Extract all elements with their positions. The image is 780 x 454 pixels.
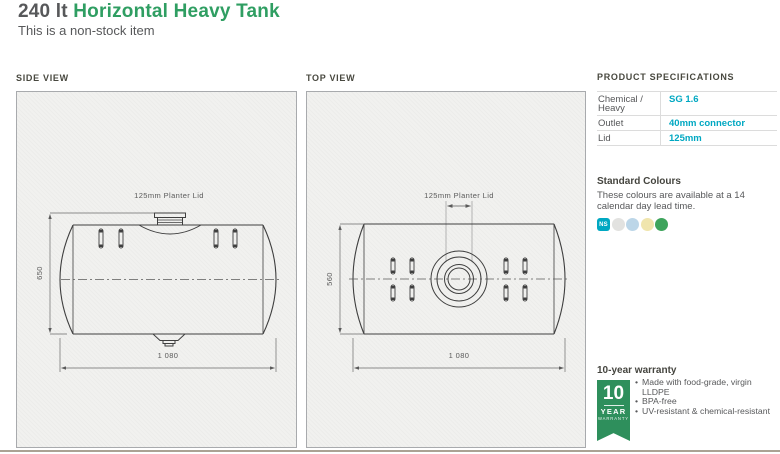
- top-lid-dimension: [445, 201, 473, 262]
- specs-heading: PRODUCT SPECIFICATIONS: [597, 72, 735, 82]
- table-row: Lid 125mm: [597, 131, 777, 146]
- side-length-dimension: [59, 338, 277, 372]
- warranty-bullet-text: BPA-free: [642, 396, 677, 407]
- warranty-heading: 10-year warranty: [597, 365, 677, 376]
- page-title: 240 lt Horizontal Heavy Tank: [18, 1, 280, 23]
- list-item: •UV-resistant & chemical-resistant: [635, 405, 777, 417]
- bullet-icon: •: [635, 405, 639, 416]
- bullet-icon: •: [635, 396, 639, 407]
- bullet-icon: •: [635, 377, 639, 387]
- top-width-dim-text: 560: [325, 272, 334, 286]
- colour-swatch-light-blue[interactable]: [626, 218, 639, 231]
- top-length-dim-text: 1 080: [449, 351, 470, 360]
- page-bottom-divider: [0, 450, 780, 452]
- warranty-badge-divider: [603, 405, 624, 406]
- colour-swatch-ns[interactable]: NS: [597, 218, 610, 231]
- product-info-column: PRODUCT SPECIFICATIONS Chemical / Heavy …: [597, 72, 777, 447]
- warranty-bullet-text: Made with food-grade, virgin LLDPE: [642, 377, 752, 397]
- side-height-dimension: [48, 212, 154, 335]
- top-lid-label: 125mm Planter Lid: [424, 191, 494, 200]
- colour-swatch-beige[interactable]: [640, 218, 654, 231]
- warranty-badge-year: YEAR: [600, 407, 627, 416]
- title-product-name: Horizontal Heavy Tank: [73, 1, 280, 22]
- colour-swatch-natural[interactable]: [611, 218, 625, 231]
- list-item: •BPA-free: [635, 397, 777, 407]
- list-item: •Made with food-grade, virgin LLDPE: [635, 377, 777, 397]
- side-outlet: [151, 333, 187, 347]
- warranty-badge-number: 10: [602, 383, 625, 404]
- top-view-heading: TOP VIEW: [306, 73, 356, 83]
- top-length-dimension: [352, 338, 566, 372]
- title-capacity: 240 lt: [18, 1, 74, 22]
- warranty-ribbon-badge: 10 YEAR WARRANTY: [597, 380, 630, 441]
- side-view-heading: SIDE VIEW: [16, 73, 69, 83]
- standard-colours-section: Standard Colours These colours are avail…: [597, 176, 777, 231]
- spec-value-chemical: SG 1.6: [660, 92, 777, 115]
- table-row: Outlet 40mm connector: [597, 116, 777, 131]
- spec-value-lid: 125mm: [660, 131, 777, 145]
- warranty-bullet-list: •Made with food-grade, virgin LLDPE •BPA…: [635, 377, 777, 417]
- warranty-bullet-text: UV-resistant & chemical-resistant: [642, 405, 770, 416]
- spec-value-outlet: 40mm connector: [660, 116, 777, 130]
- side-lid-label: 125mm Planter Lid: [134, 191, 204, 200]
- table-row: Chemical / Heavy SG 1.6: [597, 92, 777, 116]
- top-lid-circles: [430, 250, 488, 308]
- top-view-drawing: 125mm Planter Lid: [325, 191, 569, 372]
- spec-label-lid: Lid: [598, 132, 611, 144]
- side-length-dim-text: 1 080: [158, 351, 179, 360]
- colour-swatch-green[interactable]: [655, 218, 668, 231]
- side-lid: [138, 212, 202, 235]
- standard-colours-description: These colours are available at a 14 cale…: [597, 190, 745, 212]
- spec-label-chemical: Chemical / Heavy: [598, 93, 643, 114]
- colour-swatch-row: NS: [597, 218, 777, 231]
- side-height-dim-text: 650: [35, 266, 44, 280]
- top-view-panel: 125mm Planter Lid: [306, 91, 586, 448]
- spec-label-outlet: Outlet: [598, 117, 624, 129]
- side-rib-slots: [98, 228, 238, 249]
- warranty-section: 10-year warranty 10 YEAR WARRANTY •Made …: [597, 365, 777, 441]
- top-rib-slots: [390, 257, 528, 302]
- standard-colours-heading: Standard Colours: [597, 176, 681, 187]
- warranty-badge-warranty: WARRANTY: [597, 416, 629, 421]
- side-view-drawing: 125mm Planter Lid: [35, 191, 279, 372]
- stock-status-text: This is a non-stock item: [18, 23, 155, 38]
- top-width-dimension: [338, 223, 364, 335]
- specs-table: Chemical / Heavy SG 1.6 Outlet 40mm conn…: [597, 91, 777, 146]
- side-view-panel: 125mm Planter Lid: [16, 91, 297, 448]
